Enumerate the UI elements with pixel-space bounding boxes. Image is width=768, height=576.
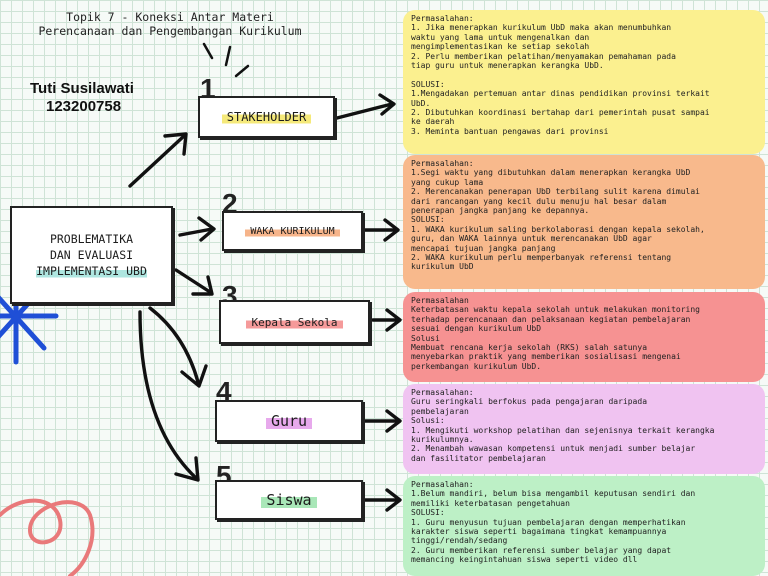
panel-waka-kurikulum: Permasalahan:1.Segi waktu yang dibutuhka… — [403, 155, 765, 289]
author-id: 123200758 — [46, 98, 122, 115]
topic-line-1: Topik 7 - Koneksi Antar Materi — [66, 10, 274, 24]
arrowhead-panel-5 — [385, 488, 402, 512]
node-number-1: 1 — [200, 73, 216, 104]
panel-line: Permasalahan: — [411, 388, 474, 397]
panel-line: Permasalahan: — [411, 159, 474, 168]
arrowhead-panel-3 — [385, 308, 402, 332]
panel-line: 1. Jika menerapkan kurikulum UbD maka ak… — [411, 23, 672, 33]
author-block: Tuti Susilawati 123200758 — [30, 80, 134, 116]
panel-line: SOLUSI: — [411, 79, 445, 89]
panel-line: terhadap perencanaan dan pelaksanaan keg… — [411, 314, 691, 324]
panel-line — [411, 70, 757, 79]
node-label-stakeholder: STAKEHOLDER — [221, 109, 312, 125]
node-label-siswa: Siswa — [261, 490, 317, 510]
panel-line: Guru seringkali berfokus pada pengajaran… — [411, 397, 648, 407]
node-guru: Guru — [215, 400, 363, 442]
node-stakeholder: STAKEHOLDER — [198, 96, 335, 138]
topic-line-2: Perencanaan dan Pengembangan Kurikulum — [38, 24, 302, 38]
panel-line: Permasalahan: — [411, 14, 474, 23]
panel-line: mengimplementasikan ke setiap sekolah — [411, 42, 590, 52]
loop-doodle — [0, 498, 95, 576]
arrow-to-stakeholder — [128, 134, 186, 188]
panel-line: Solusi — [411, 333, 440, 343]
arrow-to-kepala — [174, 268, 212, 294]
panel-line: dari rancangan yang kecil dulu menuju ha… — [411, 196, 667, 206]
topic-title: Topik 7 - Koneksi Antar Materi Perencana… — [0, 10, 340, 38]
panel-line: 1.Mengadakan pertemuan antar dinas pendi… — [411, 89, 710, 99]
panel-line: ke daerah — [411, 117, 455, 127]
panel-stakeholder: Permasalahan:1. Jika menerapkan kurikulu… — [403, 10, 765, 154]
node-siswa: Siswa — [215, 480, 363, 520]
panel-line: UbD. — [411, 98, 431, 108]
node-waka-kurikulum: WAKA KURIKULUM — [222, 211, 363, 251]
panel-line: 3. Meminta bantuan pengawas dari provins… — [411, 126, 609, 136]
central-topic-line-2: DAN EVALUASI — [49, 248, 134, 262]
panel-line: penerapan jangka panjang ke depannya. — [411, 206, 590, 216]
central-topic-line-3: IMPLEMENTASI UBD — [36, 263, 147, 279]
arrowhead-panel-1 — [378, 93, 396, 116]
panel-guru: Permasalahan:Guru seringkali berfokus pa… — [403, 384, 765, 474]
central-topic-box: PROBLEMATIKA DAN EVALUASI IMPLEMENTASI U… — [10, 206, 173, 304]
panel-line: Permasalahan: — [411, 480, 474, 489]
node-label-waka-kurikulum: WAKA KURIKULUM — [245, 224, 340, 238]
panel-line: 2. Perlu memberikan pelatihan/menyamakan… — [411, 51, 676, 61]
panel-line: 1. WAKA kurikulum saling berkolaborasi d… — [411, 224, 705, 234]
arrow-panel-1 — [335, 102, 394, 120]
panel-line: dan fasilitator pembelajaran — [411, 453, 546, 463]
panel-line: SOLUSI: — [411, 215, 445, 225]
panel-line: Solusi: — [411, 416, 445, 426]
panel-line: 2. Merencanakan penerapan UbD terbilang … — [411, 187, 700, 197]
panel-line: kurikulum UbD — [411, 262, 474, 272]
panel-line: 2. Guru memberikan referensi sumber bela… — [411, 545, 672, 555]
arrowhead-siswa — [174, 456, 200, 482]
author-name: Tuti Susilawati — [30, 80, 134, 97]
panel-line: 2. Dibutuhkan koordinasi bertahap dari p… — [411, 108, 710, 118]
panel-line: 1.Belum mandiri, belum bisa mengambil ke… — [411, 489, 696, 499]
panel-line: Keterbatasan waktu kepala sekolah untuk … — [411, 305, 700, 315]
panel-line: 2. WAKA kurikulum perlu memperbanyak ref… — [411, 253, 672, 263]
panel-line: 1. Guru menyusun tujuan pembelajaran den… — [411, 517, 686, 527]
rays-doodle — [202, 42, 250, 78]
panel-line: tiap guru untuk menerapkan kerangka UbD. — [411, 61, 604, 71]
panel-line: memancing keingintahuan siswa seperti vi… — [411, 555, 638, 565]
panel-line: 1.Segi waktu yang dibutuhkan dalam mener… — [411, 168, 691, 178]
panel-line: tinggi/rendah/sedang — [411, 536, 508, 546]
node-label-kepala-sekola: Kepala Sekola — [246, 314, 343, 330]
panel-line: perkembangan kurikulum UbD. — [411, 361, 542, 371]
panel-line: pembelajaran — [411, 406, 469, 416]
arrowhead-waka — [197, 216, 216, 242]
node-kepala-sekola: Kepala Sekola — [219, 300, 370, 344]
node-number-2: 2 — [222, 188, 238, 219]
arrowhead-stakeholder — [163, 132, 188, 156]
panel-line: sesuai dengan kurikulum UbD — [411, 324, 542, 334]
panel-line: mencapai tujuan jangka panjang — [411, 243, 556, 253]
arrowhead-guru — [180, 364, 208, 388]
panel-siswa: Permasalahan:1.Belum mandiri, belum bisa… — [403, 476, 765, 576]
central-topic-line-1: PROBLEMATIKA — [49, 232, 134, 246]
arrow-to-siswa — [138, 310, 198, 480]
node-label-guru: Guru — [265, 411, 313, 431]
arrowhead-panel-4 — [385, 409, 402, 433]
panel-line: 1. Mengikuti workshop pelatihan dan seje… — [411, 425, 715, 435]
panel-line: SOLUSI: — [411, 508, 445, 518]
panel-line: guru, dan WAKA lainnya untuk merencanaka… — [411, 234, 652, 244]
arrow-to-guru — [148, 306, 200, 384]
panel-line: menyebarkan praktik yang memberikan sosi… — [411, 352, 681, 362]
arrowhead-kepala — [191, 275, 214, 296]
panel-line: Permasalahan — [411, 296, 469, 305]
arrowhead-panel-2 — [383, 218, 400, 242]
panel-line: kurikulumnya. — [411, 435, 474, 445]
panel-line: yang cukup lama — [411, 177, 484, 187]
panel-line: 2. Menambah wawasan kompetensi untuk men… — [411, 444, 696, 454]
panel-line: karakter siswa seperti bagaimana tingkat… — [411, 527, 667, 537]
arrow-to-waka — [178, 227, 214, 237]
panel-line: Membuat rencana kerja sekolah (RKS) sala… — [411, 343, 648, 353]
panel-line: waktu yang lama untuk mengenalkan dan — [411, 32, 590, 42]
node-number-4: 4 — [216, 376, 232, 407]
panel-line: memiliki keterbatasan pengetahuan — [411, 498, 570, 508]
